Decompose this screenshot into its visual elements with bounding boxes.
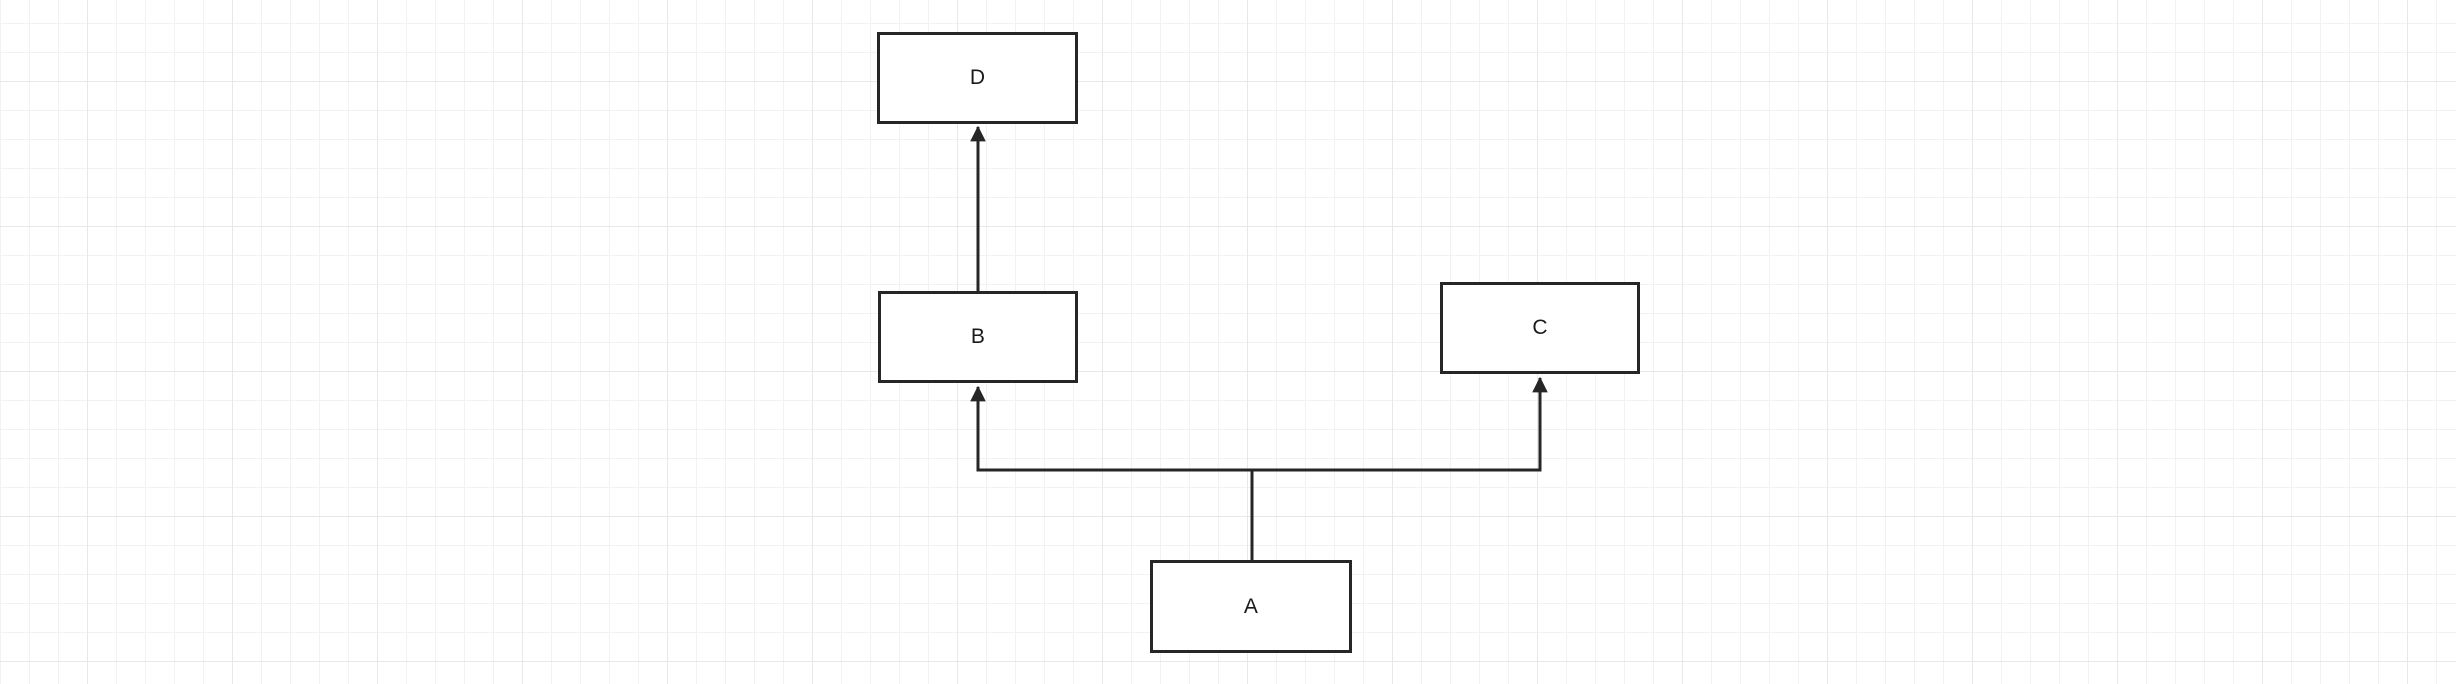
node-a[interactable]: A	[1150, 560, 1352, 653]
edge-a-to-b[interactable]	[970, 385, 1254, 560]
node-d-label: D	[969, 66, 986, 89]
edge-a-to-c[interactable]	[1250, 376, 1548, 560]
node-b[interactable]: B	[878, 291, 1078, 383]
node-c-label: C	[1532, 316, 1548, 339]
node-a-label: A	[1243, 594, 1259, 618]
node-d[interactable]: D	[877, 32, 1078, 124]
node-b-label: B	[970, 325, 986, 348]
node-c[interactable]: C	[1440, 282, 1640, 374]
